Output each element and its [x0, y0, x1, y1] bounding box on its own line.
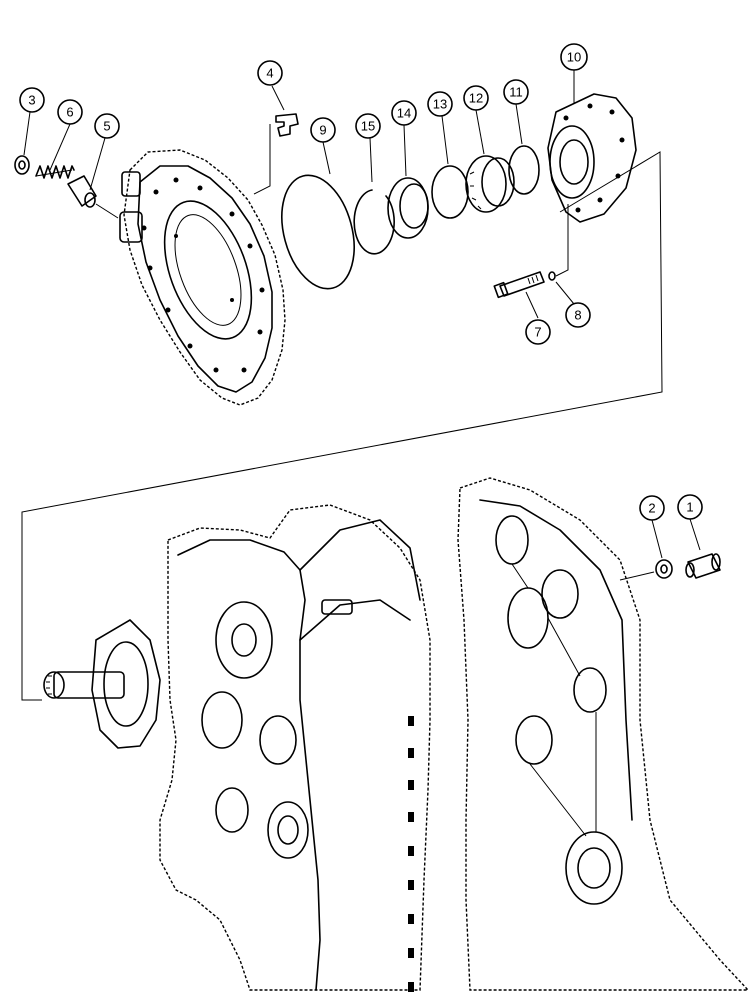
callout-5: 5 — [94, 113, 120, 139]
callout-label: 8 — [574, 308, 581, 323]
callout-10: 10 — [560, 43, 588, 71]
callout-label: 7 — [534, 325, 541, 340]
part-3-nut — [14, 155, 30, 175]
callout-7: 7 — [525, 319, 551, 345]
callout-6: 6 — [57, 99, 83, 125]
callout-label: 14 — [397, 106, 411, 121]
pump-cover-housing — [119, 149, 286, 406]
callout-8: 8 — [565, 302, 591, 328]
callout-13: 13 — [427, 91, 453, 117]
part-12-bearing — [465, 155, 515, 213]
callout-label: 6 — [66, 105, 73, 120]
callout-label: 12 — [469, 91, 483, 106]
callout-label: 3 — [28, 93, 35, 108]
part-4-clip — [253, 113, 299, 195]
callout-12: 12 — [463, 85, 489, 111]
part-13-shim — [431, 165, 469, 219]
callout-label: 1 — [686, 500, 693, 515]
part-1-sleeve — [685, 553, 721, 579]
part-7-bolt — [493, 271, 545, 299]
callout-label: 2 — [648, 501, 655, 516]
callout-label: 15 — [361, 119, 375, 134]
part-5-valve-spool — [67, 175, 119, 219]
part-15-snap-ring — [353, 189, 395, 255]
part-2-seal — [655, 559, 673, 579]
callout-label: 4 — [266, 66, 273, 81]
part-14-bearing-race — [387, 177, 429, 239]
assembly-connector-line — [21, 151, 663, 701]
transmission-housing — [159, 504, 431, 992]
transmission-side-cover — [457, 477, 748, 991]
part-11-ring — [508, 145, 540, 195]
callout-label: 10 — [567, 50, 581, 65]
callout-label: 9 — [319, 123, 326, 138]
callout-15: 15 — [355, 113, 381, 139]
callout-11: 11 — [503, 79, 529, 105]
callout-label: 13 — [433, 97, 447, 112]
callout-9: 9 — [310, 117, 336, 143]
callout-3: 3 — [19, 87, 45, 113]
pump-drive-shaft — [43, 619, 161, 749]
callout-leaders — [23, 70, 701, 559]
callout-4: 4 — [257, 60, 283, 86]
part-10-pump — [547, 93, 637, 223]
part-6-spring — [35, 165, 75, 179]
part-9-o-ring — [281, 174, 355, 290]
callout-1: 1 — [677, 494, 703, 520]
callout-2: 2 — [639, 495, 665, 521]
part-8-o-ring — [548, 271, 556, 281]
callout-14: 14 — [391, 100, 417, 126]
callout-label: 11 — [509, 85, 523, 100]
callout-label: 5 — [103, 119, 110, 134]
